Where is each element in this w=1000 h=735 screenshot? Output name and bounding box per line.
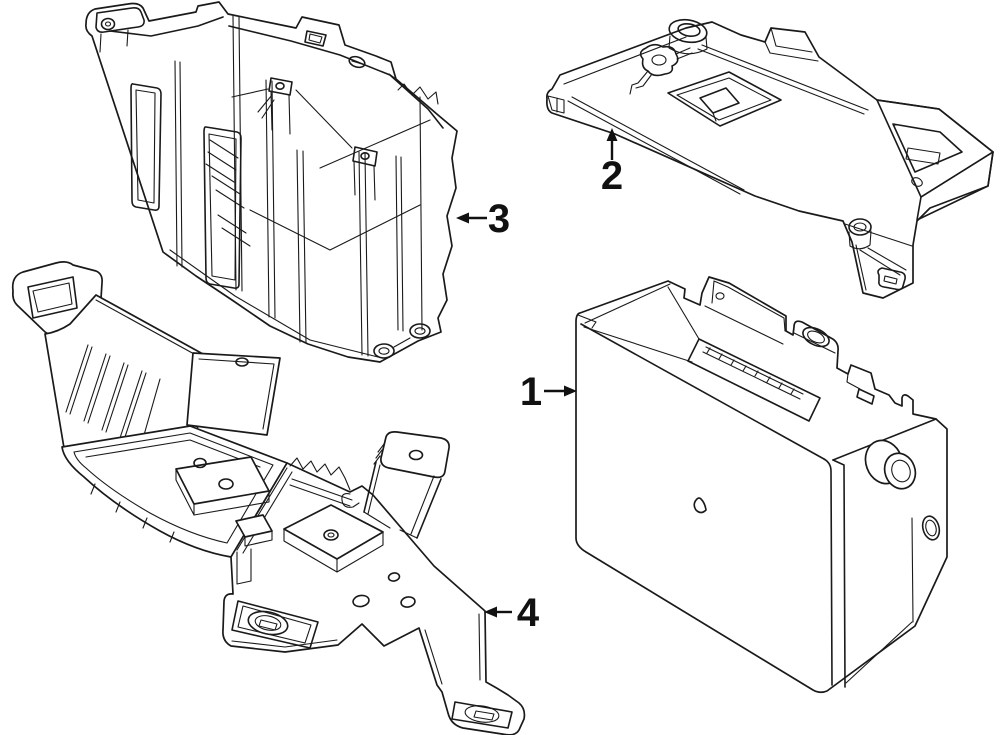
part-3-mount-flange [95,7,145,53]
part-4-deck-holes [352,572,416,608]
callout-1-label[interactable]: 1 [520,370,542,414]
part-2-drawing [546,18,994,299]
flange-bolt-hole [100,17,116,31]
part-2-wire-clip [629,43,693,95]
part-1-box-edges [577,283,937,688]
part-1-drawing [575,276,948,694]
callout-2[interactable]: 2 [601,128,623,198]
part-3-front-panels [130,83,242,289]
pad-hole [193,457,207,469]
part-2-support-leg [848,218,907,291]
callout-4-arrowhead [484,606,497,618]
part-3-wall-ribs [174,15,423,357]
step-square-hole [856,388,875,405]
part-4-right-pad [283,504,384,573]
pad-hole [323,529,339,541]
part-4-base-deck [222,457,526,735]
callout-3[interactable]: 3 [456,197,510,241]
callout-4[interactable]: 4 [484,591,540,635]
part-1-connector-well [687,338,821,422]
tab-pin-hole [715,292,725,300]
part-1-front-pin-hole [693,497,707,514]
flap-hole [235,357,249,367]
part-2-center-recess [667,71,782,127]
part-2-left-foot [547,95,565,114]
part-4-drawing [11,261,526,735]
arm-head-square-hole [27,276,78,319]
part-3-top-tab [304,30,366,69]
part-2-end-slab [876,99,994,221]
callout-4-label[interactable]: 4 [517,591,540,635]
part-4-left-foot-grommet [231,600,319,649]
part-4-right-foot-grommet [451,701,513,729]
callout-1[interactable]: 1 [520,370,577,414]
part-1-side-oval-hole [921,515,941,541]
part-4-upright-column [341,431,450,539]
part-1-connector-stub [793,326,836,354]
post-screw [360,152,370,161]
callout-3-label[interactable]: 3 [488,197,510,241]
slab-small-hole [911,177,923,187]
part-1-top-tab [704,280,786,345]
leg-boss [848,218,872,236]
column-head-hole [408,449,424,461]
part-1-side-knob [864,439,917,490]
part-1-step-blocks [846,373,875,405]
part-3-drawing [85,1,458,363]
part-2-frame-rails [563,27,913,247]
part-4-rear-flap [186,352,281,436]
callout-1-arrowhead [564,385,577,397]
leg-foot-slot [877,267,906,291]
part-3-outline [85,1,458,363]
part-4-tray [61,425,288,558]
part-2-grommet-post [668,18,708,55]
post-screw [275,82,285,91]
pad-hole [218,478,234,490]
part-1-outline [575,276,948,694]
part-4-ribbed-arm [44,294,213,449]
callout-2-label[interactable]: 2 [601,154,623,198]
part-3-interior-lines [169,88,431,358]
part-3-bottom-bosses [373,323,431,359]
part-3-corner-posts [257,77,378,201]
tab-oval-hole [348,55,366,69]
callout-2-arrowhead [606,128,618,141]
part-4-tray-pads [175,456,273,585]
callout-3-arrowhead [456,212,469,224]
serrated-edge [289,457,351,491]
